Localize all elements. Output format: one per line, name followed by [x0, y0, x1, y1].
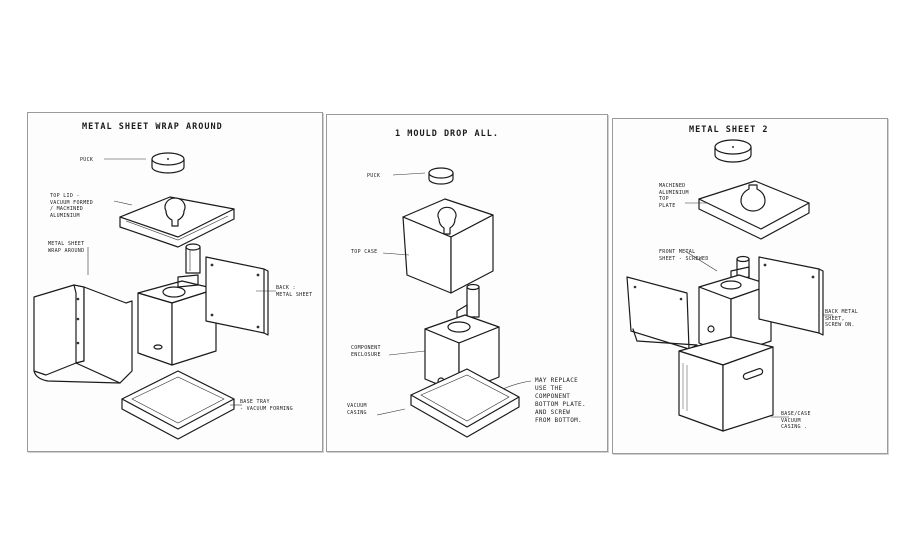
puck-part: [151, 152, 185, 174]
label-base-tray: BASE TRAY - VACUUM FORMING: [240, 399, 293, 412]
label-top-lid: TOP LID - VACUUM FORMED / MACHINED ALUMI…: [50, 193, 94, 219]
exploded-view-drawing-1: [33, 152, 276, 440]
exploded-view-drawing-3: [626, 139, 833, 432]
top-plate-part: [698, 180, 810, 240]
label-back-sheet: BACK METAL SHEET, SCREW ON.: [825, 309, 859, 328]
label-puck: PUCK: [80, 157, 94, 163]
top-case-part: [402, 198, 494, 294]
label-machined-top: MACHINED ALUMINIUM TOP PLATE: [659, 183, 689, 209]
component-box-part: [137, 274, 217, 366]
label-component-enclosure: COMPONENT ENCLOSURE: [351, 345, 381, 358]
connector-stem: [185, 243, 201, 274]
puck-part: [714, 139, 752, 163]
vacuum-casing-part: [410, 368, 520, 438]
top-lid-part: [119, 196, 235, 248]
sketch-panel-metal-sheet-wrap-around: METAL SHEET WRAP AROUND PUCK TOP LID - V…: [27, 112, 323, 452]
label-note: MAY REPLACE USE THE COMPONENT BOTTOM PLA…: [535, 377, 586, 424]
base-case-part: [678, 336, 774, 432]
sketch-panel-metal-sheet-2: METAL SHEET 2 MACHINED ALUMINIUM TOP PLA…: [612, 118, 888, 454]
back-metal-sheet-part: [205, 256, 269, 336]
base-tray-part: [121, 370, 235, 440]
label-top-case: TOP CASE: [351, 249, 378, 255]
connector-stem: [456, 283, 480, 322]
panel-title: METAL SHEET WRAP AROUND: [82, 122, 223, 132]
exploded-view-drawing-2: [376, 167, 532, 438]
puck-part: [428, 167, 454, 185]
label-base-case: BASE/CASE VACUUM CASING .: [781, 411, 811, 430]
label-puck: PUCK: [367, 173, 381, 179]
back-metal-sheet-part: [758, 256, 824, 336]
label-metal-sheet-wrap: METAL SHEET WRAP AROUND: [48, 241, 85, 254]
sketch-panel-one-mould-drop-all: 1 MOULD DROP ALL. PUCK TOP CASE COMPONEN…: [326, 114, 608, 452]
wrap-around-sheet-part: [33, 284, 133, 384]
panel-title: METAL SHEET 2: [689, 125, 769, 135]
panel-title: 1 MOULD DROP ALL.: [395, 129, 499, 139]
label-vacuum-casing: VACUUM CASING: [347, 403, 367, 416]
label-back: BACK : METAL SHEET: [276, 285, 313, 298]
label-front-sheet: FRONT METAL SHEET - SCREWED: [659, 249, 709, 262]
